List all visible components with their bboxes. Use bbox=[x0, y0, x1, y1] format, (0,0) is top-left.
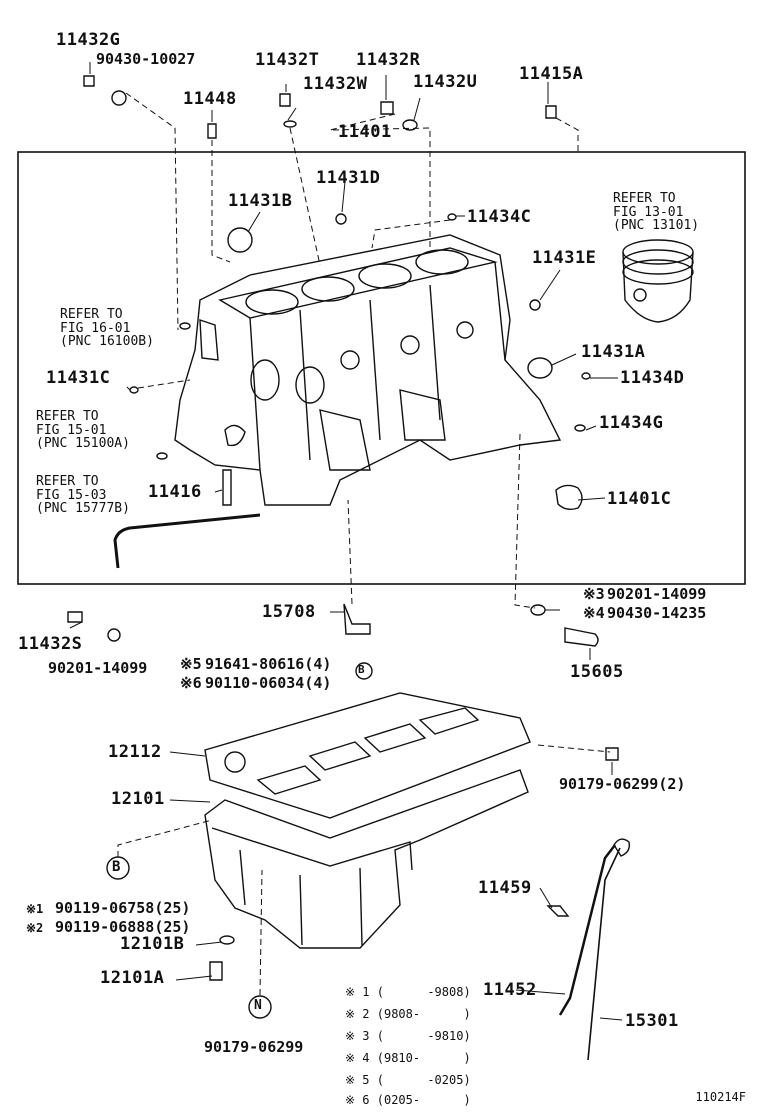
label-90179-06299-2: 90179-06299(2) bbox=[559, 775, 686, 793]
legend-mark: ※ 2 bbox=[345, 1007, 370, 1021]
marker-n: N bbox=[254, 998, 262, 1013]
label-90201-14099-right: 90201-14099 bbox=[607, 585, 707, 603]
label-11416: 11416 bbox=[148, 482, 202, 502]
legend-mark: ※ 4 bbox=[345, 1051, 370, 1065]
label-12101B: 12101B bbox=[120, 934, 185, 954]
label-11415A: 11415A bbox=[519, 64, 584, 84]
label-11448: 11448 bbox=[183, 89, 237, 109]
marker-note-6: ※6 bbox=[180, 674, 202, 692]
label-90430-14235: 90430-14235 bbox=[607, 604, 707, 622]
marker-b-bottom: B bbox=[112, 859, 121, 875]
label-11434G: 11434G bbox=[599, 413, 664, 433]
oil-pan-gasket-drawing bbox=[204, 692, 531, 819]
marker-b-top: B bbox=[358, 663, 365, 676]
legend-row: ※ 2 (9808- ) bbox=[345, 1008, 471, 1020]
legend-range: (9810- ) bbox=[376, 1051, 471, 1065]
refer-fig-16-note: REFER TO FIG 16-01 (PNC 16100B) bbox=[60, 307, 154, 350]
legend-row: ※ 5 ( -0205) bbox=[345, 1074, 471, 1086]
marker-note-2: ※2 bbox=[26, 921, 44, 935]
legend-range: ( -0205) bbox=[376, 1073, 471, 1087]
label-15708: 15708 bbox=[262, 602, 316, 622]
label-11432T: 11432T bbox=[255, 50, 320, 70]
leader-lines bbox=[69, 62, 623, 1021]
legend-range: ( -9808) bbox=[376, 985, 471, 999]
label-11434C: 11434C bbox=[467, 207, 532, 227]
oil-pipe-drawing bbox=[113, 513, 261, 569]
cylinder-block-drawing bbox=[174, 234, 562, 506]
legend-row: ※ 4 (9810- ) bbox=[345, 1052, 471, 1064]
engine-block-frame bbox=[17, 151, 746, 585]
label-11431A: 11431A bbox=[581, 342, 646, 362]
marker-note-3: ※3 bbox=[583, 585, 605, 603]
legend-mark: ※ 6 bbox=[345, 1093, 370, 1107]
refer-fig-15-03-note: REFER TO FIG 15-03 (PNC 15777B) bbox=[36, 474, 130, 517]
label-11431C: 11431C bbox=[46, 368, 111, 388]
label-90201-14099-left: 90201-14099 bbox=[48, 659, 148, 677]
label-11434D: 11434D bbox=[620, 368, 685, 388]
figure-code: 110214F bbox=[695, 1090, 746, 1104]
label-12101: 12101 bbox=[111, 789, 165, 809]
label-11431B: 11431B bbox=[228, 191, 293, 211]
label-15605: 15605 bbox=[570, 662, 624, 682]
refer-fig-13-note: REFER TO FIG 13-01 (PNC 13101) bbox=[613, 191, 700, 234]
label-11432U: 11432U bbox=[413, 72, 478, 92]
label-11432R: 11432R bbox=[356, 50, 421, 70]
refer-fig-15-01-note: REFER TO FIG 15-01 (PNC 15100A) bbox=[36, 409, 130, 452]
legend-range: ( -9810) bbox=[376, 1029, 471, 1043]
dipstick-drawing bbox=[209, 838, 631, 1061]
label-15301: 15301 bbox=[625, 1011, 679, 1031]
label-11431D: 11431D bbox=[316, 168, 381, 188]
legend-mark: ※ 5 bbox=[345, 1073, 370, 1087]
label-90119-06758: 90119-06758(25) bbox=[55, 899, 191, 917]
legend-range: (9808- ) bbox=[376, 1007, 471, 1021]
label-11401: 11401 bbox=[338, 122, 392, 142]
piston-drawing bbox=[622, 239, 694, 323]
marker-note-5: ※5 bbox=[180, 655, 202, 673]
label-12112: 12112 bbox=[108, 742, 162, 762]
label-90179-06299: 90179-06299 bbox=[204, 1038, 304, 1056]
label-11432W: 11432W bbox=[303, 74, 368, 94]
label-91641-80616: 91641-80616(4) bbox=[205, 655, 332, 673]
label-11432G: 11432G bbox=[56, 30, 121, 50]
label-11432S: 11432S bbox=[18, 634, 83, 654]
label-12101A: 12101A bbox=[100, 968, 165, 988]
legend-row: ※ 1 ( -9808) bbox=[345, 986, 471, 998]
label-11452: 11452 bbox=[483, 980, 537, 1000]
legend-row: ※ 6 (0205- ) bbox=[345, 1094, 471, 1106]
marker-note-4: ※4 bbox=[583, 604, 605, 622]
legend-mark: ※ 3 bbox=[345, 1029, 370, 1043]
label-90430-10027: 90430-10027 bbox=[96, 50, 196, 68]
legend-mark: ※ 1 bbox=[345, 985, 370, 999]
label-90110-06034: 90110-06034(4) bbox=[205, 674, 332, 692]
oil-pan-drawing bbox=[204, 769, 529, 949]
label-11401C: 11401C bbox=[607, 489, 672, 509]
legend-row: ※ 3 ( -9810) bbox=[345, 1030, 471, 1042]
label-90119-06888: 90119-06888(25) bbox=[55, 918, 191, 936]
label-11431E: 11431E bbox=[532, 248, 597, 268]
marker-note-1: ※1 bbox=[26, 902, 44, 916]
label-11459: 11459 bbox=[478, 878, 532, 898]
legend-range: (0205- ) bbox=[376, 1093, 471, 1107]
